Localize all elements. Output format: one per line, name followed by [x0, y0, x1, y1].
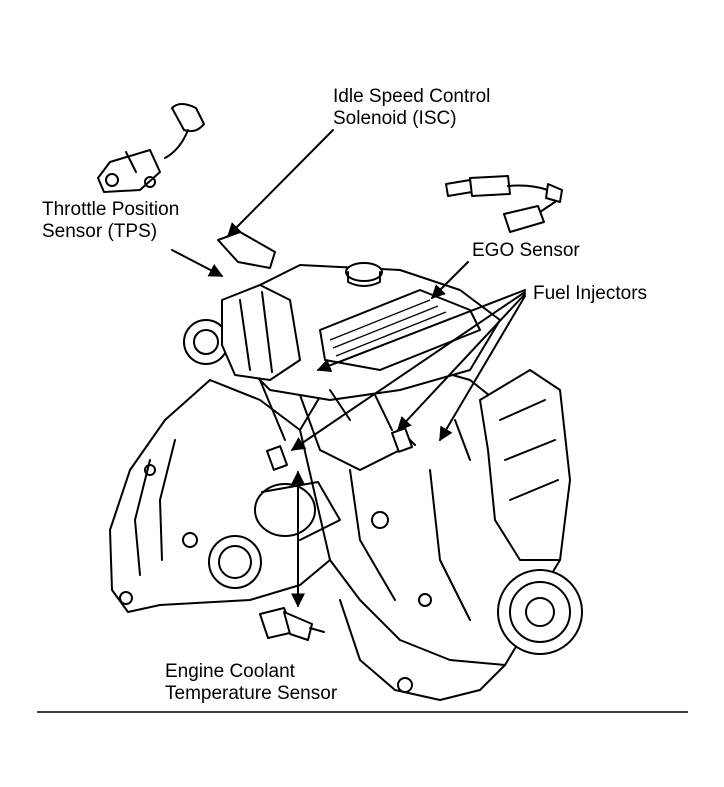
fuel-injectors-label-line1: Fuel Injectors — [533, 283, 648, 304]
isc-label: Idle Speed Control Solenoid (ISC) — [333, 86, 490, 130]
tps-label: Throttle Position Sensor (TPS) — [42, 199, 179, 243]
tps-arrow — [171, 249, 224, 277]
isc-label-line2: Solenoid (ISC) — [333, 108, 457, 129]
ego-label: EGO Sensor — [472, 240, 580, 262]
tps-label-line2: Sensor (TPS) — [42, 221, 158, 242]
fuel-injectors-label: Fuel Injectors — [533, 283, 647, 305]
injector-arrow-4 — [439, 295, 526, 442]
ect-label-line2: Temperature Sensor — [165, 683, 338, 704]
ect-part-drawing — [259, 607, 325, 641]
injector-arrow-3 — [397, 293, 526, 432]
ego-part-drawing — [445, 175, 563, 233]
isc-arrow — [227, 129, 334, 237]
engine-illustration — [109, 231, 583, 701]
leader-lines — [171, 129, 526, 608]
injector-arrow-1 — [316, 289, 526, 372]
tps-part-drawing — [97, 103, 205, 193]
ego-arrow — [431, 261, 469, 299]
ect-label: Engine Coolant Temperature Sensor — [165, 661, 337, 705]
ego-label-line1: EGO Sensor — [472, 240, 580, 261]
tps-label-line1: Throttle Position — [42, 199, 180, 220]
ect-label-line1: Engine Coolant — [165, 661, 295, 682]
isc-label-line1: Idle Speed Control — [333, 86, 491, 107]
injector-arrow-2 — [290, 291, 526, 451]
